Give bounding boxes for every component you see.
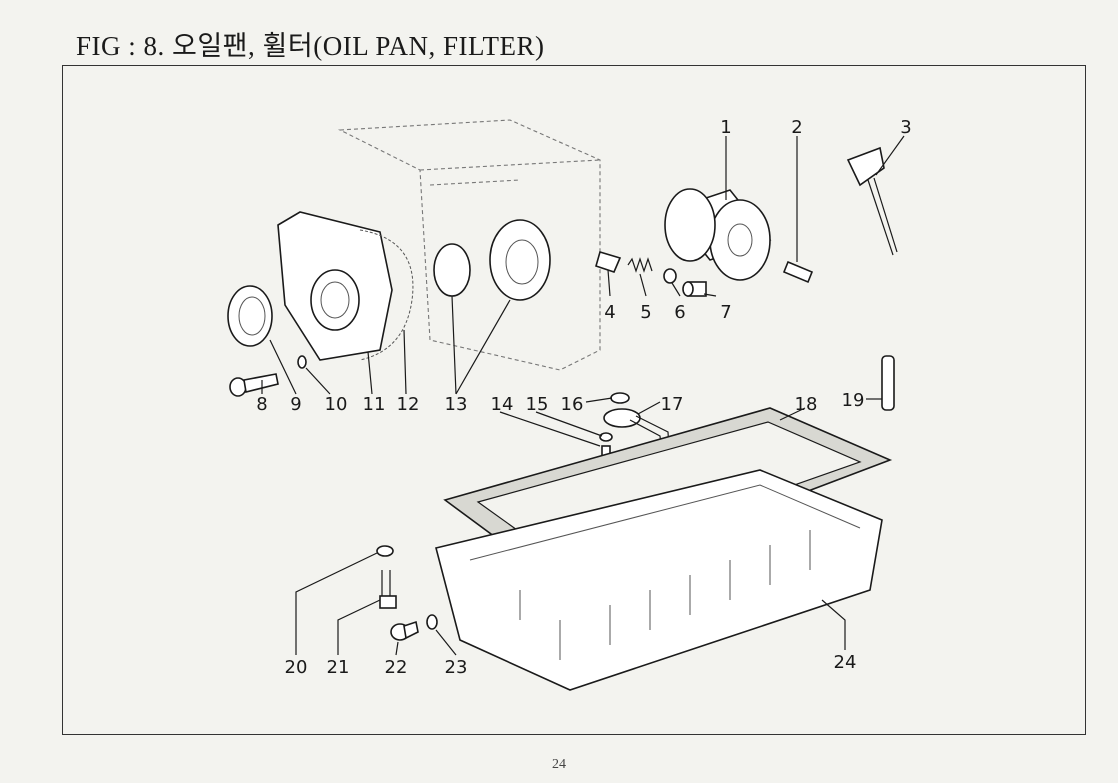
part-small-bolt [599, 432, 613, 459]
callout-18: 18 [795, 394, 818, 415]
part-pump-gasket [359, 229, 414, 361]
part-pump-cover [277, 211, 393, 361]
diagram-frame [62, 65, 1086, 735]
callout-19: 19 [842, 390, 865, 411]
callout-13: 13 [445, 394, 468, 415]
part-oil-seal [227, 285, 273, 347]
part-pin [297, 355, 307, 369]
part-drain-washer [376, 545, 394, 557]
leader-lines [261, 135, 905, 656]
callout-9: 9 [290, 394, 301, 415]
callout-11: 11 [363, 394, 386, 415]
callout-2: 2 [791, 117, 802, 138]
callout-7: 7 [720, 302, 731, 323]
callout-17: 17 [661, 394, 684, 415]
part-relief-valve [595, 251, 622, 273]
part-o-ring [610, 392, 630, 404]
callout-1: 1 [720, 117, 731, 138]
part-washer [663, 268, 677, 284]
callout-8: 8 [256, 394, 267, 415]
callout-4: 4 [604, 302, 615, 323]
part-dipstick [846, 146, 898, 256]
callout-5: 5 [640, 302, 651, 323]
part-oil-filter [664, 188, 772, 281]
engine-block-outline [337, 119, 601, 371]
part-drain-plug [390, 620, 419, 641]
callout-22: 22 [385, 657, 408, 678]
part-drain-bolt [379, 570, 397, 609]
callout-10: 10 [325, 394, 348, 415]
part-bolt [229, 373, 279, 397]
part-nipple [782, 260, 814, 284]
callout-3: 3 [900, 117, 911, 138]
page-number: 24 [552, 757, 566, 772]
callout-14: 14 [491, 394, 514, 415]
part-plug-washer [426, 614, 438, 630]
callout-23: 23 [445, 657, 468, 678]
callout-24: 24 [834, 652, 857, 673]
part-bolt-plug [682, 281, 707, 297]
part-dowel-pin [881, 355, 895, 411]
callout-6: 6 [674, 302, 685, 323]
part-callouts: 1 2 3 4 5 6 7 8 9 10 11 12 13 14 15 16 1… [256, 117, 911, 678]
part-spring [627, 257, 653, 273]
callout-15: 15 [526, 394, 549, 415]
exploded-parts-diagram: 1 2 3 4 5 6 7 8 9 10 11 12 13 14 15 16 1… [227, 117, 912, 691]
figure-title: FIG : 8. 오일팬, 휠터(OIL PAN, FILTER) [76, 31, 545, 61]
callout-12: 12 [397, 394, 420, 415]
callout-20: 20 [285, 657, 308, 678]
part-pump-gears [433, 219, 551, 301]
part-oil-pan [435, 469, 883, 691]
callout-21: 21 [327, 657, 350, 678]
callout-16: 16 [561, 394, 584, 415]
